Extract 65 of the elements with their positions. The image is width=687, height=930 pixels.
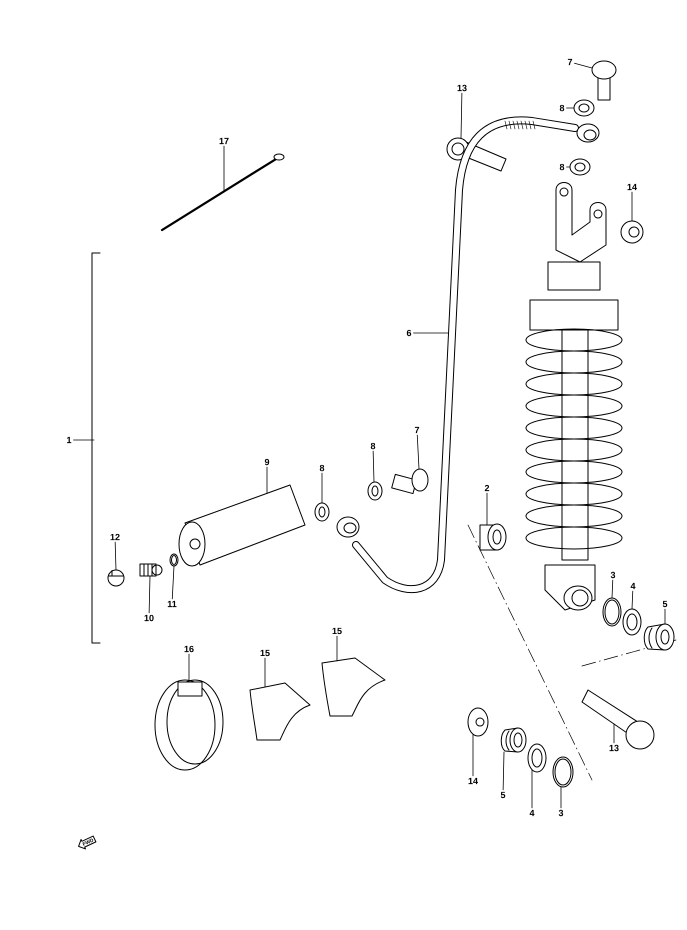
leader-line xyxy=(612,580,614,598)
leader-line xyxy=(336,636,338,662)
callout-number: 17 xyxy=(220,138,229,144)
callout-number: 4 xyxy=(530,810,534,816)
hose-drawing xyxy=(336,116,600,594)
bushing-drawing xyxy=(480,524,506,550)
callout-number: 10 xyxy=(144,614,154,622)
callout-number: 1 xyxy=(67,436,72,444)
callout-number: 8 xyxy=(320,464,324,472)
rubber-block-drawing xyxy=(250,682,310,740)
washer-drawing xyxy=(574,100,594,116)
nut-drawing xyxy=(468,708,488,736)
leader-line xyxy=(264,658,266,688)
leader-line xyxy=(266,466,268,494)
leader-line xyxy=(114,542,116,570)
cable-tie-drawing xyxy=(160,154,284,232)
callout-number: 5 xyxy=(662,600,668,608)
callout-number: 16 xyxy=(184,646,194,652)
callout-number: 7 xyxy=(568,58,572,66)
callout-number: 3 xyxy=(558,810,564,816)
callout-number: 13 xyxy=(458,84,467,92)
leader-line xyxy=(664,608,666,624)
leader-line xyxy=(172,566,174,600)
leader-line xyxy=(188,654,190,682)
callout-number: 14 xyxy=(628,184,637,190)
leader-line xyxy=(148,576,150,614)
leader-line xyxy=(472,734,474,776)
leader-line xyxy=(560,786,562,808)
leader-line xyxy=(486,492,488,526)
leader-line xyxy=(566,166,570,168)
cap-drawing xyxy=(108,570,124,586)
callout-number: 15 xyxy=(260,650,270,656)
washer-drawing xyxy=(314,502,330,522)
washer-drawing xyxy=(622,608,642,636)
callout-number: 13 xyxy=(610,744,619,752)
banjo-bolt-drawing xyxy=(592,60,616,100)
leader-line xyxy=(502,752,504,790)
leader-line xyxy=(574,62,592,68)
callout-number: 4 xyxy=(630,582,636,590)
leader-line xyxy=(632,590,634,610)
bushing-drawing xyxy=(644,624,674,650)
o-ring-drawing xyxy=(552,756,574,788)
leader-line xyxy=(416,434,420,470)
washer-drawing xyxy=(528,744,546,772)
o-ring-drawing xyxy=(602,598,622,626)
hose-clamp-drawing xyxy=(154,680,224,770)
o-ring-drawing xyxy=(170,554,178,566)
banjo-bolt-drawing xyxy=(391,468,428,494)
callout-number: 12 xyxy=(110,534,120,540)
rubber-block-drawing xyxy=(322,658,386,716)
leader-line xyxy=(413,332,448,334)
callout-number: 14 xyxy=(468,778,478,784)
callout-number: 15 xyxy=(332,628,342,634)
callout-number: 3 xyxy=(610,572,616,578)
reservoir-drawing xyxy=(178,484,306,566)
bushing-drawing xyxy=(500,728,526,752)
callout-number: 5 xyxy=(500,792,506,798)
nut-drawing xyxy=(620,220,644,244)
callout-number: 8 xyxy=(560,104,564,112)
bolt-drawing xyxy=(582,690,654,750)
callout-number: 9 xyxy=(264,458,270,466)
callout-number: 11 xyxy=(168,600,176,608)
valve-drawing xyxy=(140,564,162,576)
leader-line xyxy=(372,450,374,482)
bolt-drawing xyxy=(446,138,506,172)
